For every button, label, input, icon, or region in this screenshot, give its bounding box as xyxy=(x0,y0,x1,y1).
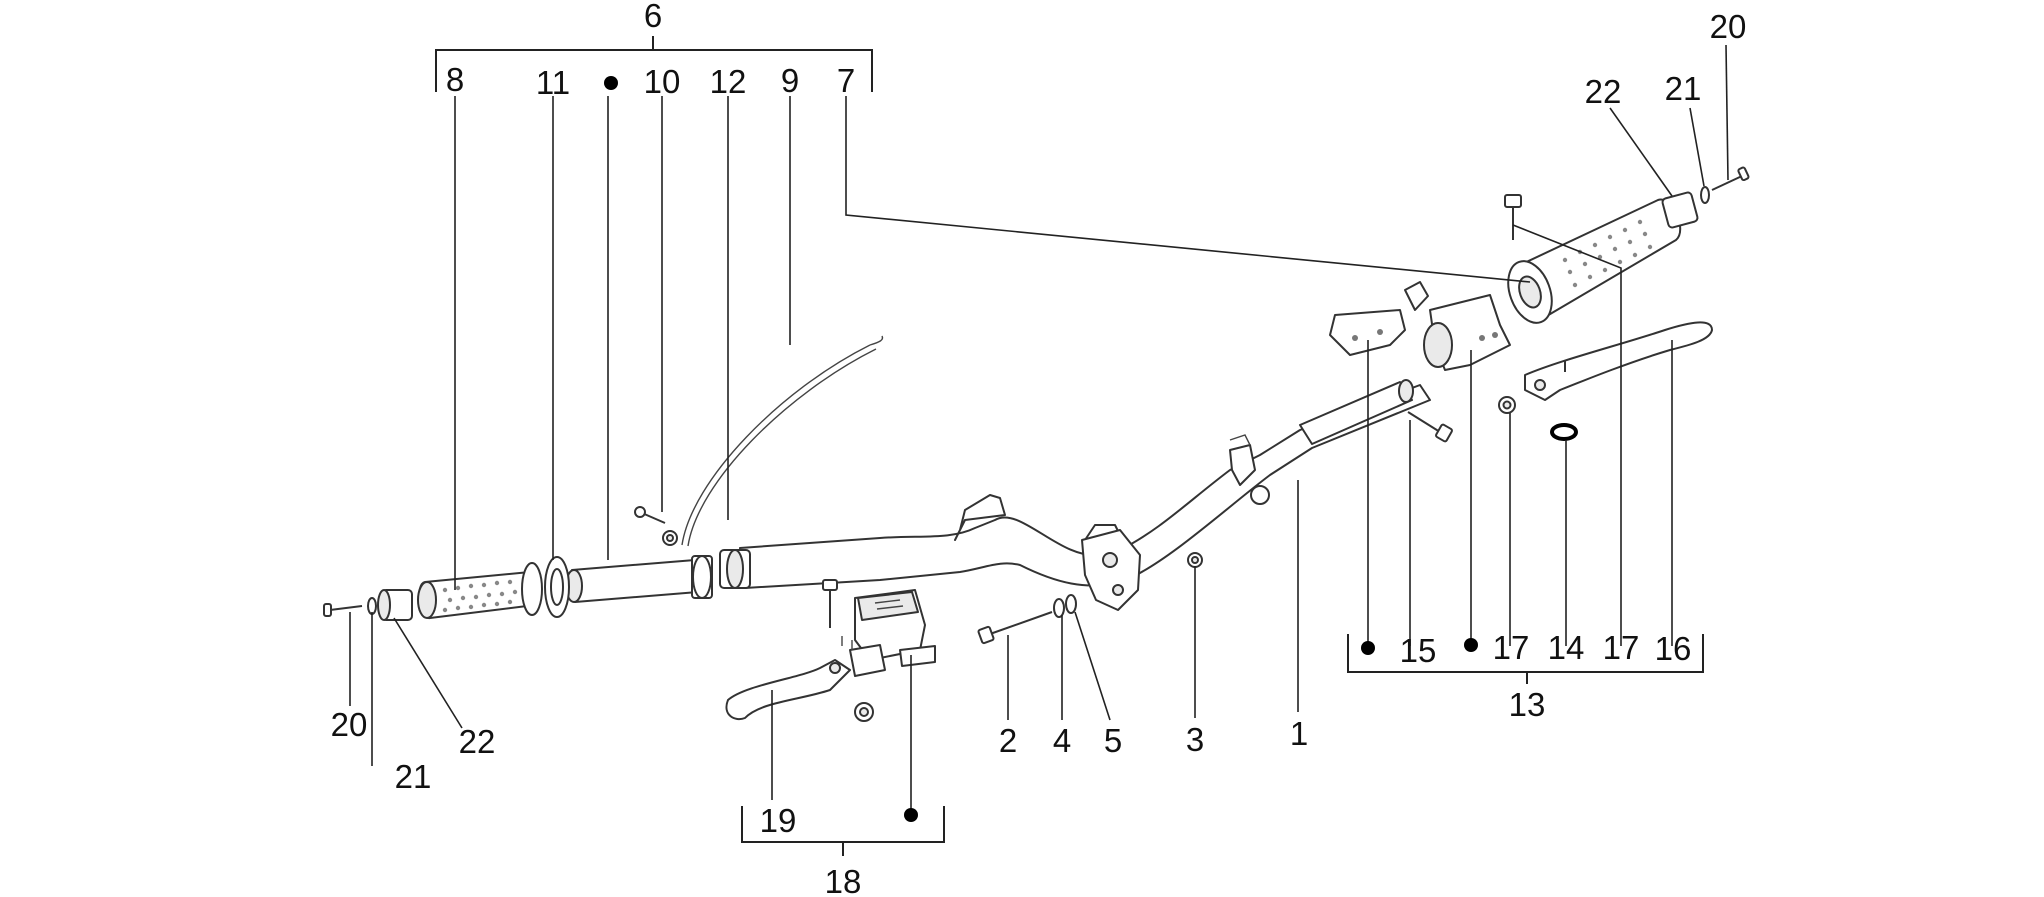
callout-2: 2 xyxy=(999,722,1017,759)
callout-22-left: 22 xyxy=(459,723,496,760)
bracket-kit-18 xyxy=(741,806,945,856)
center-switch-bracket xyxy=(1081,529,1141,611)
kit-marker-dot-top xyxy=(604,76,618,90)
bracket-kit-6 xyxy=(435,36,873,92)
callout-18: 18 xyxy=(825,863,862,897)
callout-15: 15 xyxy=(1400,632,1437,669)
center-nut xyxy=(1187,552,1203,568)
left-washer-ring xyxy=(544,556,570,618)
right-spring-clip xyxy=(1550,423,1578,441)
callout-14: 14 xyxy=(1548,629,1585,666)
callout-11: 11 xyxy=(536,64,570,101)
cable-screw xyxy=(634,506,666,524)
callout-7: 7 xyxy=(837,62,855,99)
kit-marker-dot-17 xyxy=(1464,638,1478,652)
callout-9: 9 xyxy=(781,62,799,99)
callout-21-right: 21 xyxy=(1665,70,1702,107)
right-housing-bolt-lower xyxy=(1407,411,1453,443)
leader-lines xyxy=(349,44,1729,812)
callout-19: 19 xyxy=(760,802,797,839)
right-brake-lever xyxy=(1524,321,1713,401)
center-long-bolt xyxy=(977,611,1053,645)
kit-marker-dot-18 xyxy=(904,808,918,822)
left-throttle-sleeve xyxy=(565,555,713,603)
callout-10: 10 xyxy=(644,63,681,100)
callout-6: 6 xyxy=(644,0,662,34)
callout-1: 1 xyxy=(1290,715,1308,752)
callout-20-right: 20 xyxy=(1710,8,1747,45)
bracket-kit-13 xyxy=(1347,634,1704,684)
callout-22-right: 22 xyxy=(1585,73,1622,110)
right-housing-bolt-upper xyxy=(1504,194,1522,240)
left-end-screw xyxy=(323,603,363,617)
callout-20-left: 20 xyxy=(331,706,368,743)
left-master-cylinder xyxy=(849,589,936,677)
master-cylinder-nut xyxy=(854,702,874,722)
callout-3: 3 xyxy=(1186,721,1204,758)
right-small-washer xyxy=(1700,186,1710,204)
right-throttle-housing xyxy=(1423,294,1511,371)
right-clamp-plate xyxy=(1329,281,1429,356)
left-small-washer xyxy=(367,597,377,615)
left-bar-end-weight xyxy=(377,589,413,621)
callout-8: 8 xyxy=(446,61,464,98)
callout-21-left: 21 xyxy=(395,758,432,795)
handlebar-tube xyxy=(719,379,1431,589)
right-end-screw xyxy=(1711,166,1750,191)
callout-13: 13 xyxy=(1509,686,1546,723)
callout-5: 5 xyxy=(1104,722,1122,759)
callout-17-b: 17 xyxy=(1603,629,1640,666)
throttle-cable xyxy=(681,335,884,547)
right-housing-nut xyxy=(1498,396,1516,414)
left-brake-lever xyxy=(725,636,853,720)
callout-16: 16 xyxy=(1655,630,1692,667)
right-hand-grip xyxy=(1507,198,1682,324)
right-bar-end-weight xyxy=(1661,191,1699,229)
left-hand-grip xyxy=(417,562,543,619)
cable-nut xyxy=(662,530,678,546)
callout-17-a: 17 xyxy=(1493,629,1530,666)
master-cylinder-bolt xyxy=(822,579,838,628)
kit-marker-dot-15 xyxy=(1361,641,1375,655)
callout-12: 12 xyxy=(710,63,747,100)
center-washer xyxy=(1053,594,1077,618)
callout-4: 4 xyxy=(1053,722,1071,759)
